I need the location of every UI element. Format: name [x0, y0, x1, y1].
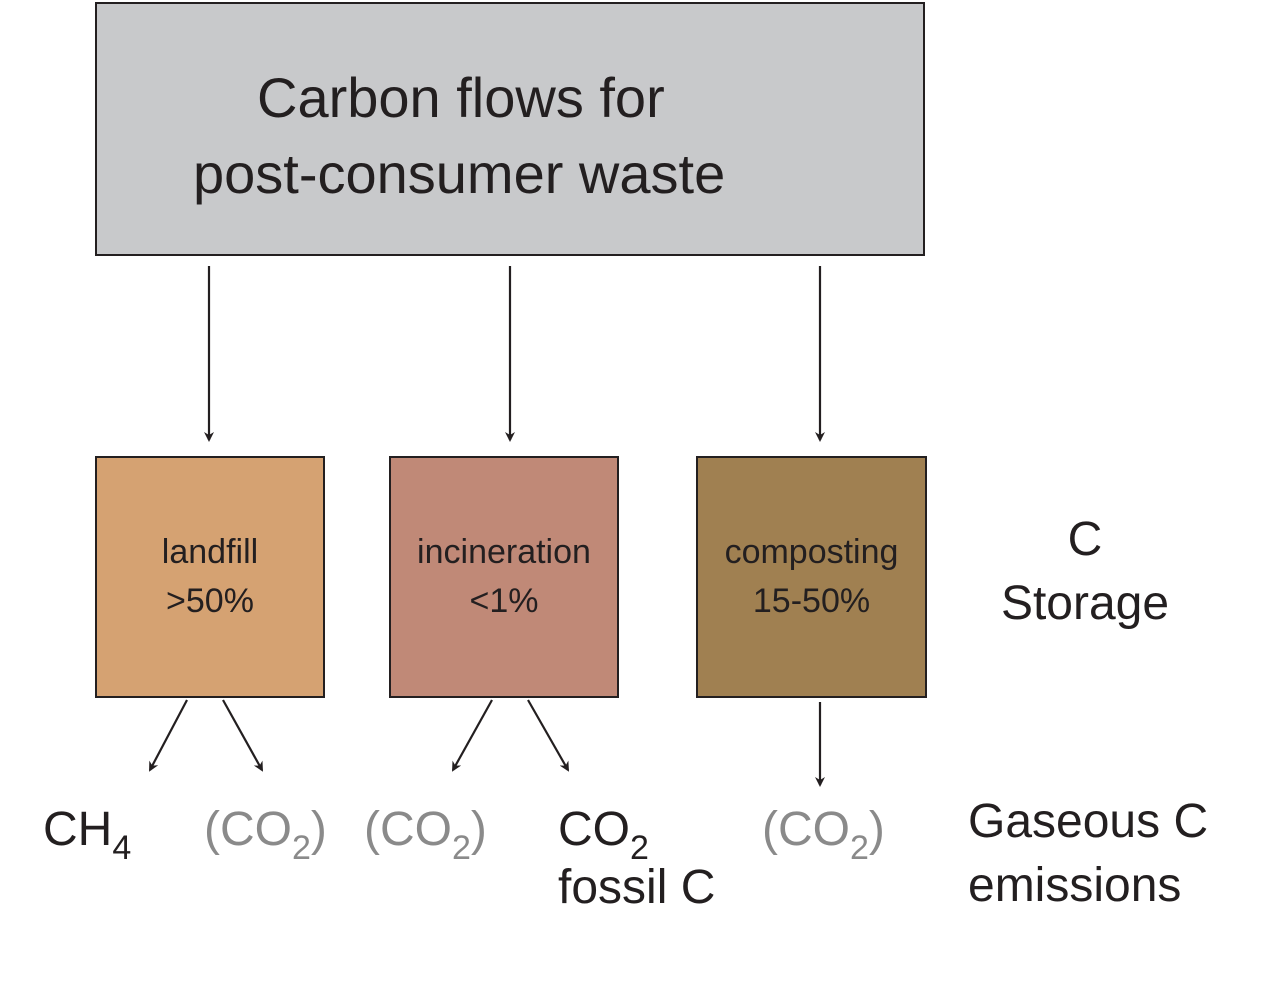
arrow-landfill-co2: [222, 699, 263, 772]
incineration-label: incineration: [417, 533, 591, 571]
arrow-landfill-ch4: [149, 699, 188, 772]
title-line-1: Carbon flows for: [257, 66, 665, 129]
title-box: Carbon flows for post-consumer waste: [95, 2, 925, 256]
landfill-co2-label: (CO2): [204, 803, 327, 867]
incineration-percent: <1%: [469, 582, 539, 620]
incineration-co2-label: (CO2): [364, 803, 487, 867]
composting-co2-label: (CO2): [762, 803, 885, 867]
gaseous-label-line-2: emissions: [968, 859, 1182, 912]
composting-percent: 15-50%: [752, 582, 871, 620]
landfill-percent: >50%: [166, 582, 254, 620]
title-line-2: post-consumer waste: [193, 142, 726, 205]
arrow-incineration-fossil: [527, 699, 569, 772]
arrow-incineration-co2: [452, 699, 493, 772]
storage-label: C Storage: [990, 508, 1180, 636]
landfill-ch4-label: CH4: [43, 803, 132, 867]
fossil-c-label: fossil C: [558, 861, 716, 914]
landfill-label: landfill: [161, 533, 259, 571]
composting-label: composting: [724, 533, 899, 571]
gaseous-emissions-label: Gaseous C emissions: [968, 790, 1208, 918]
incineration-fossil-co2-label: CO2: [558, 803, 649, 867]
storage-label-line-2: Storage: [1000, 577, 1170, 630]
gaseous-label-line-1: Gaseous C: [968, 795, 1209, 848]
incineration-box: incineration <1%: [389, 456, 619, 698]
landfill-box: landfill >50%: [95, 456, 325, 698]
storage-label-line-1: C: [1067, 513, 1103, 566]
composting-box: composting 15-50%: [696, 456, 927, 698]
